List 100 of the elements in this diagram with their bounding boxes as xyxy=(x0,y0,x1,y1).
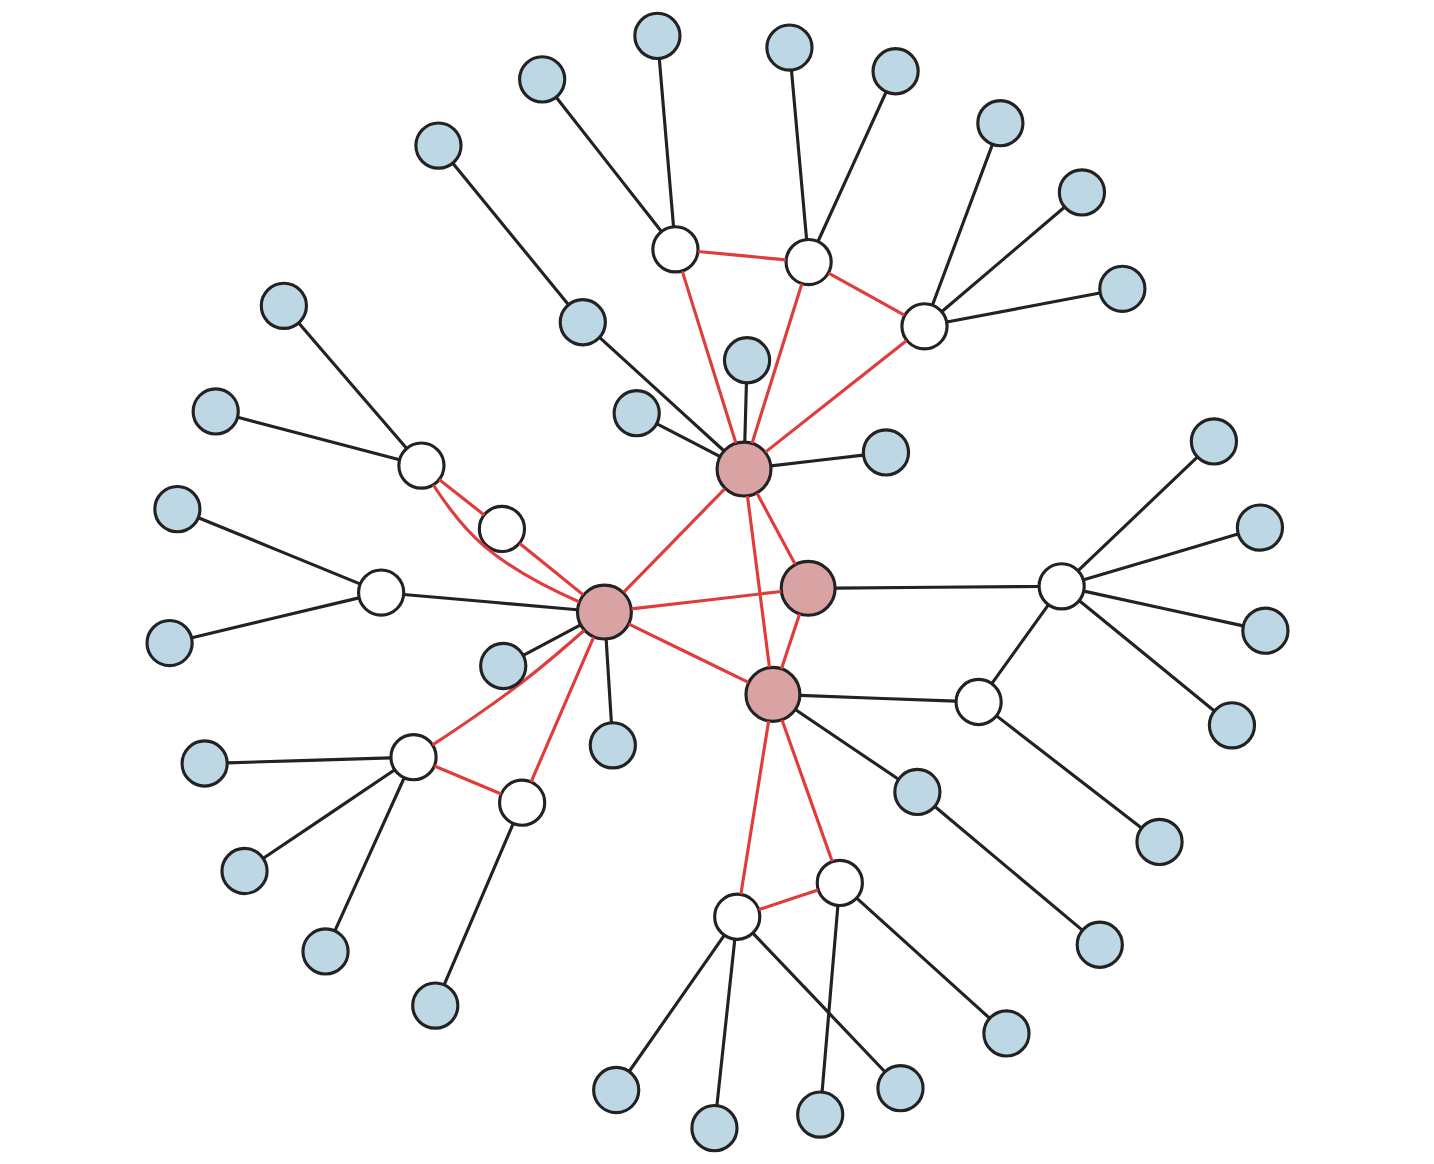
connector xyxy=(437,478,485,517)
connector xyxy=(226,756,391,765)
connector xyxy=(758,888,819,912)
node-circle xyxy=(152,485,202,534)
node-circle xyxy=(497,778,546,827)
node-circle xyxy=(180,739,229,788)
node-circle xyxy=(1075,920,1124,969)
connector xyxy=(529,636,595,783)
node-circle xyxy=(219,846,269,896)
node-circle xyxy=(795,1090,844,1139)
node-circle xyxy=(722,336,771,385)
node-circle xyxy=(779,559,837,617)
node-circle xyxy=(478,641,527,691)
connector xyxy=(297,322,408,450)
connector xyxy=(261,768,396,860)
connector xyxy=(940,206,1065,313)
connector xyxy=(946,291,1100,324)
node-circle xyxy=(892,767,942,817)
node-circle xyxy=(1207,701,1256,750)
node-circle xyxy=(815,858,864,908)
node-circle xyxy=(632,11,682,60)
node-circle xyxy=(259,281,308,330)
connector xyxy=(714,939,736,1106)
connector xyxy=(789,69,808,240)
node-circle xyxy=(517,55,566,104)
node-circle xyxy=(588,721,637,770)
connector xyxy=(236,415,400,462)
node-circle xyxy=(783,237,833,287)
connector xyxy=(834,584,1039,590)
node-circle xyxy=(899,302,949,351)
connector xyxy=(451,162,570,306)
node-circle xyxy=(981,1009,1031,1058)
node-circle xyxy=(650,225,700,274)
connector xyxy=(827,271,905,317)
connector xyxy=(431,629,585,747)
node-circle xyxy=(1057,168,1106,217)
node-circle xyxy=(953,677,1003,727)
node-circle xyxy=(1037,562,1086,611)
connector xyxy=(190,596,359,640)
connector xyxy=(197,516,360,586)
node-circle xyxy=(191,387,240,436)
node-circle xyxy=(875,1064,925,1113)
connector xyxy=(763,339,907,454)
node-circle xyxy=(591,1065,640,1115)
connector xyxy=(630,589,781,611)
connector xyxy=(522,623,581,657)
connector xyxy=(742,382,748,442)
node-circle xyxy=(1134,817,1184,867)
node-circle xyxy=(300,927,350,976)
connector xyxy=(933,805,1083,932)
node-circle xyxy=(712,892,761,941)
connector xyxy=(770,453,863,468)
node-circle xyxy=(1097,264,1146,313)
connector xyxy=(799,693,956,703)
node-circle xyxy=(396,441,446,490)
connector xyxy=(433,764,502,796)
connector xyxy=(431,484,580,604)
node-circle xyxy=(144,618,194,668)
connector xyxy=(738,720,770,895)
node-circle xyxy=(410,981,459,1030)
connector xyxy=(403,592,577,612)
node-circle xyxy=(575,583,633,641)
node-circle xyxy=(558,298,607,347)
node-circle xyxy=(612,389,661,438)
node-circle xyxy=(356,568,405,617)
node-circle xyxy=(1235,503,1284,552)
connector xyxy=(657,58,675,227)
connector xyxy=(1077,599,1215,713)
connector xyxy=(779,613,801,670)
node-circle xyxy=(714,440,773,498)
node-circle xyxy=(1240,606,1290,655)
connector xyxy=(755,492,797,565)
node-circle xyxy=(388,733,438,782)
connector xyxy=(820,905,839,1093)
connector xyxy=(622,487,726,594)
connector xyxy=(816,91,888,242)
connector xyxy=(697,249,786,262)
node-circle xyxy=(870,47,920,96)
connector xyxy=(1082,532,1238,582)
connector xyxy=(442,823,515,986)
node-circle xyxy=(477,504,526,554)
connector xyxy=(655,422,720,458)
connector xyxy=(332,777,406,932)
connector xyxy=(680,270,737,444)
connector xyxy=(627,934,725,1073)
connector xyxy=(780,719,834,862)
connector xyxy=(518,542,584,597)
node-circle xyxy=(743,665,801,723)
node-circle xyxy=(861,428,910,477)
connector xyxy=(990,603,1050,685)
node-circle xyxy=(413,121,463,170)
node-circle xyxy=(689,1104,739,1153)
node-circle xyxy=(1189,417,1238,466)
connector xyxy=(1083,589,1244,628)
connector xyxy=(745,495,771,668)
connector xyxy=(930,144,994,306)
connector xyxy=(995,714,1142,830)
connector xyxy=(751,932,886,1073)
connector xyxy=(794,708,899,781)
connector xyxy=(1076,456,1198,572)
